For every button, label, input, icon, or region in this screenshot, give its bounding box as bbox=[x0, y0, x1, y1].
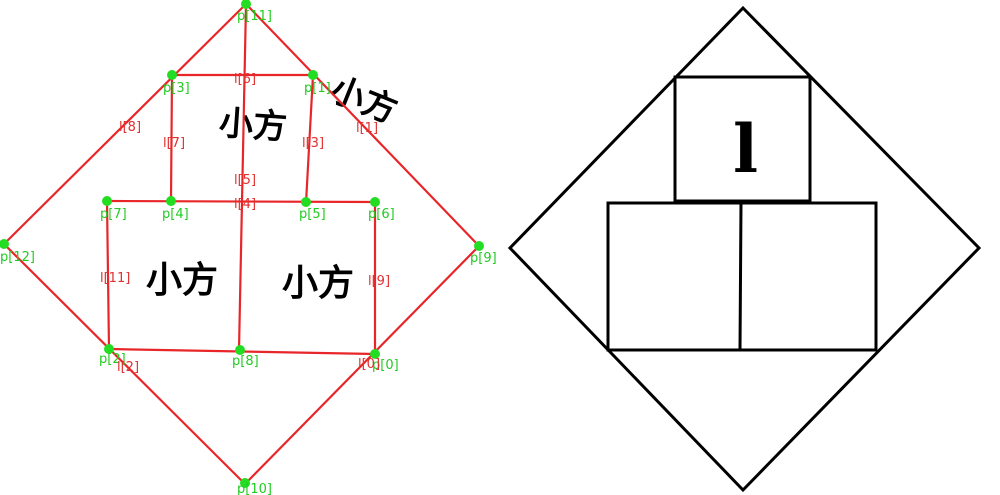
top-box-handwriting: 小方 bbox=[218, 103, 289, 148]
point-p7 bbox=[102, 196, 112, 206]
annotated-panel: 小方 小方 小方 小方 bbox=[0, 0, 497, 495]
clean-top-box bbox=[673, 75, 812, 203]
point-p12 bbox=[0, 239, 9, 249]
point-label-p0: p[0] bbox=[372, 358, 399, 373]
line-label-l11: l[11] bbox=[100, 271, 130, 286]
line-l5-central-vertical bbox=[237, 2, 248, 352]
line-outer-lower-left bbox=[2, 242, 247, 486]
point-p5 bbox=[301, 197, 311, 207]
point-label-p8: p[8] bbox=[232, 354, 259, 369]
line-l8-outer-upper-left bbox=[2, 2, 248, 246]
point-label-p11: p[11] bbox=[237, 9, 272, 24]
point-p2 bbox=[104, 344, 114, 354]
point-p0 bbox=[370, 349, 380, 359]
point-label-p5: p[5] bbox=[299, 207, 326, 222]
point-p4 bbox=[166, 196, 176, 206]
point-p10 bbox=[240, 478, 250, 488]
point-label-p9: p[9] bbox=[470, 251, 497, 266]
point-p6 bbox=[370, 197, 380, 207]
point-p9 bbox=[474, 241, 484, 251]
point-label-p2: p[2] bbox=[99, 352, 126, 367]
line-label-l0: l[0] bbox=[358, 357, 380, 372]
line-label-l5: l[5] bbox=[234, 173, 256, 188]
right-box-handwriting: 小方 bbox=[282, 262, 354, 304]
line-label-l2: l[2] bbox=[117, 360, 139, 375]
point-label-p12: p[12] bbox=[0, 250, 35, 265]
point-label-p3: p[3] bbox=[163, 81, 190, 96]
line-label-l6: l[6] bbox=[234, 72, 256, 87]
line-label-l8: l[8] bbox=[119, 120, 141, 135]
point-label-p1: p[1] bbox=[304, 81, 331, 96]
clean-bottom-divider bbox=[738, 201, 743, 352]
line-l1-outer-upper-right bbox=[244, 2, 481, 248]
point-p3 bbox=[167, 70, 177, 80]
clean-outer-diamond bbox=[507, 5, 982, 493]
line-l3-top-box-right bbox=[304, 73, 315, 205]
line-l7-top-box-left bbox=[169, 73, 174, 203]
line-outer-lower-right bbox=[243, 244, 481, 486]
line-label-l7: l[7] bbox=[163, 136, 185, 151]
line-label-l9: l[9] bbox=[368, 274, 390, 289]
point-label-p6: p[6] bbox=[368, 207, 395, 222]
clean-panel: l bbox=[507, 5, 982, 493]
point-p11 bbox=[241, 0, 251, 9]
point-label-p7: p[7] bbox=[100, 207, 127, 222]
clean-top-box-mark: l bbox=[733, 110, 758, 188]
line-label-l3: l[3] bbox=[302, 136, 324, 151]
point-label-p10: p[10] bbox=[237, 482, 272, 495]
point-p1 bbox=[308, 70, 318, 80]
left-box-handwriting: 小方 bbox=[146, 259, 218, 301]
line-label-l1: l[1] bbox=[356, 121, 378, 136]
point-p8 bbox=[235, 345, 245, 355]
line-label-l4: l[4] bbox=[234, 197, 256, 212]
line-l4-middle-horizontal bbox=[105, 199, 377, 204]
point-label-p4: p[4] bbox=[162, 207, 189, 222]
line-l11-left-box-left bbox=[105, 199, 111, 351]
